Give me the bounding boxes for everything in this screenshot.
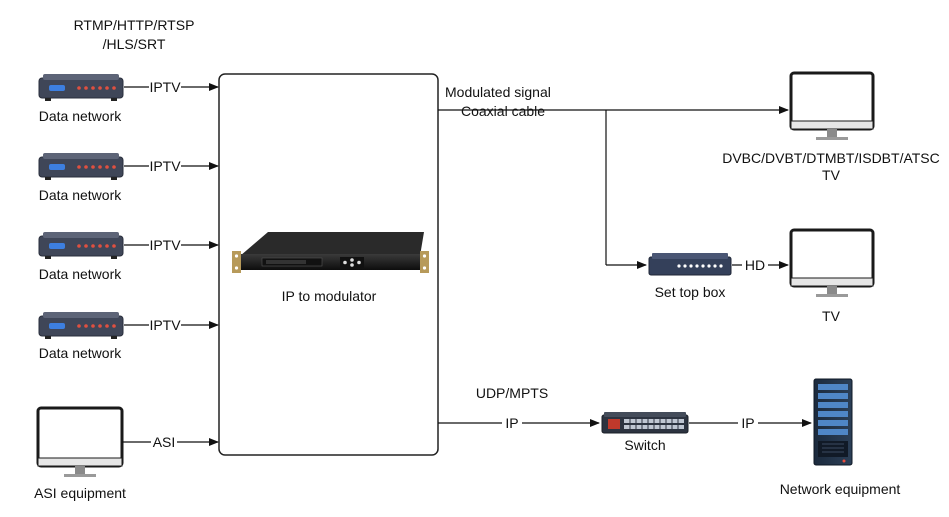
coaxial-cable-label: Coaxial cable	[461, 103, 545, 119]
ip-label-1: IP	[505, 415, 518, 431]
rack-modulator-icon	[232, 232, 429, 273]
router-icon	[38, 153, 124, 180]
input-row-1: IPTV Data network	[38, 74, 219, 124]
iptv-label: IPTV	[149, 237, 181, 253]
protocols-line1: RTMP/HTTP/RTSP	[74, 17, 195, 33]
udp-mpts-label: UDP/MPTS	[476, 385, 548, 401]
input-row-3: IPTV Data network	[38, 232, 219, 282]
iptv-label: IPTV	[149, 158, 181, 174]
monitor-icon	[789, 71, 875, 140]
switch-label: Switch	[624, 437, 665, 453]
asi-row: ASI ASI equipment	[34, 406, 219, 501]
input-row-2: IPTV Data network	[38, 153, 219, 203]
asi-equipment-label: ASI equipment	[34, 485, 126, 501]
set-top-box-label: Set top box	[655, 284, 726, 300]
data-network-label: Data network	[39, 266, 122, 282]
modulator-label: IP to modulator	[282, 288, 377, 304]
iptv-label: IPTV	[149, 317, 181, 333]
ip-label-2: IP	[741, 415, 754, 431]
iptv-label: IPTV	[149, 79, 181, 95]
network-equipment-label: Network equipment	[780, 481, 901, 497]
server-tower-icon	[813, 378, 853, 466]
set-top-box-icon	[648, 253, 732, 276]
tv-main-standards-label: DVBC/DVBT/DTMBT/ISDBT/ATSC	[722, 150, 940, 166]
data-network-label: Data network	[39, 187, 122, 203]
network-switch-icon	[601, 412, 689, 434]
router-icon	[38, 232, 124, 259]
modulated-signal-label: Modulated signal	[445, 84, 551, 100]
data-network-label: Data network	[39, 108, 122, 124]
data-network-label: Data network	[39, 345, 122, 361]
tv-label: TV	[822, 308, 841, 324]
input-row-4: IPTV Data network	[38, 312, 219, 361]
router-icon	[38, 74, 124, 101]
asi-link-label: ASI	[153, 434, 176, 450]
protocols-line2: /HLS/SRT	[103, 36, 166, 52]
monitor-icon	[36, 406, 124, 477]
monitor-icon	[789, 228, 875, 297]
hd-label: HD	[745, 257, 765, 273]
tv-main-label: TV	[822, 167, 841, 183]
router-icon	[38, 312, 124, 339]
